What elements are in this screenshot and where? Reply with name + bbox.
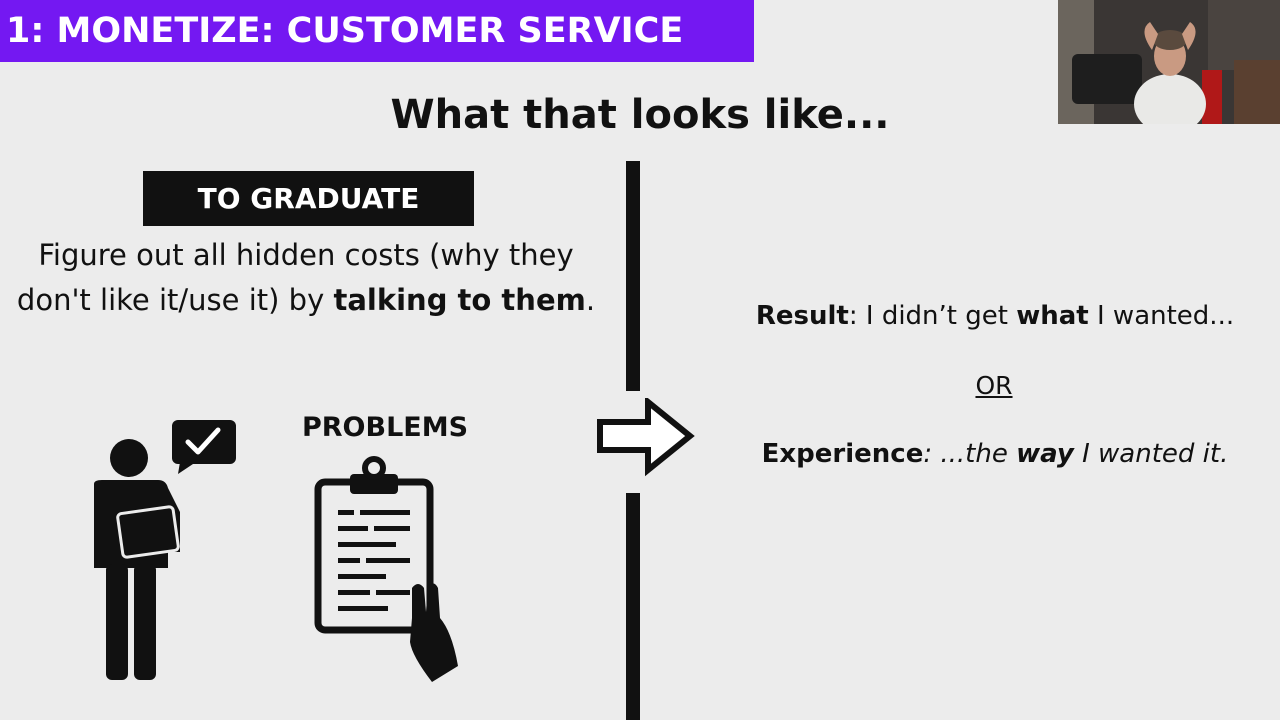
divider-top — [626, 161, 640, 391]
result-label: Result — [755, 301, 849, 331]
experience-end: I wanted it. — [1073, 439, 1229, 469]
experience-bold: way — [1016, 439, 1074, 469]
clipboard-hand-icon — [314, 456, 458, 682]
divider-bottom — [626, 493, 640, 720]
experience-label: Experience — [761, 439, 924, 469]
result-text: : I didn’t get — [848, 301, 1017, 331]
experience-statement: Experience: ...the way I wanted it. — [690, 434, 1280, 474]
right-arrow-icon — [597, 398, 695, 477]
to-graduate-label: TO GRADUATE — [143, 171, 474, 226]
desc-text: Figure out all hidden costs (why they do… — [16, 238, 574, 317]
problems-label: PROBLEMS — [301, 412, 469, 443]
result-bold: what — [1016, 301, 1089, 331]
person-with-speech-check-icon — [94, 420, 236, 680]
graduate-description: Figure out all hidden costs (why they do… — [0, 233, 612, 323]
experience-text: : ...the — [923, 439, 1017, 469]
webcam-overlay — [1058, 0, 1280, 124]
slide-title: What that looks like... — [390, 92, 890, 138]
header-banner: 1: MONETIZE: CUSTOMER SERVICE — [0, 0, 754, 62]
desc-end: . — [585, 283, 596, 317]
result-statement: Result: I didn’t get what I wanted... — [690, 296, 1280, 336]
desc-bold: talking to them — [333, 283, 586, 317]
webcam-scene — [1058, 0, 1280, 124]
or-separator: OR — [975, 371, 1013, 400]
result-end: I wanted... — [1088, 301, 1235, 331]
